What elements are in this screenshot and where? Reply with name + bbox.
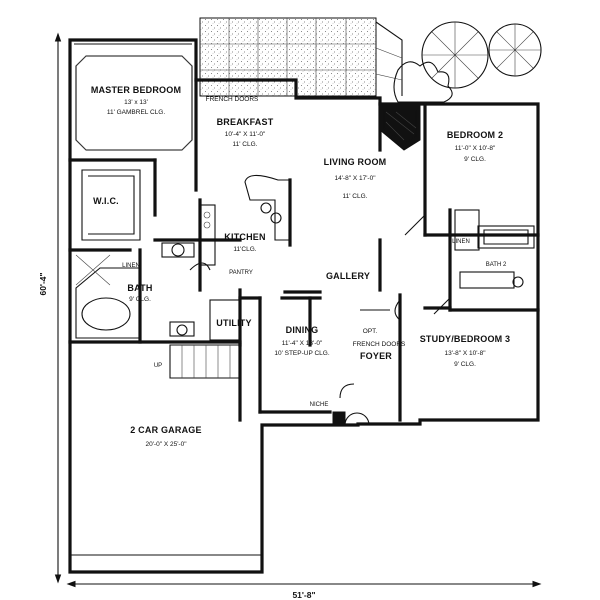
bath-name: BATH xyxy=(127,283,152,293)
garage-name: 2 CAR GARAGE xyxy=(130,425,201,435)
garage-size: 20'-0" X 25'-0" xyxy=(145,441,187,448)
up-label: UP xyxy=(154,363,162,369)
dining-ceiling: 10' STEP-UP CLG. xyxy=(274,350,330,357)
master-bedroom-ceiling: 11' GAMBREL CLG. xyxy=(107,109,166,116)
living-room-size: 14'-8" X 17'-0" xyxy=(334,175,376,182)
master-bedroom-name: MASTER BEDROOM xyxy=(91,85,181,95)
kitchen-ceiling: 11'CLG. xyxy=(233,246,256,253)
opt-label: OPT. xyxy=(363,328,378,335)
bath2-label: BATH 2 xyxy=(486,262,507,268)
wic-label: W.I.C. xyxy=(93,196,119,206)
master-bedroom-size: 13' x 13' xyxy=(124,99,148,106)
exterior-walls xyxy=(68,38,540,574)
bedroom2-size: 11'-0" X 10'-8" xyxy=(455,145,496,152)
dining-size: 11'-4" X 13'-0" xyxy=(282,340,323,347)
bedroom2-name: BEDROOM 2 xyxy=(447,130,503,140)
breakfast-size: 10'-4" X 11'-0" xyxy=(225,131,266,138)
breakfast-ceiling: 11' CLG. xyxy=(233,141,258,148)
room-labels: MASTER BEDROOM 13' x 13' 11' GAMBREL CLG… xyxy=(91,85,510,448)
depth-dimension: 60'-4" xyxy=(38,272,48,295)
breakfast-name: BREAKFAST xyxy=(217,117,274,127)
linen-left-label: LINEN xyxy=(122,263,140,269)
utility-label: UTILITY xyxy=(216,318,251,328)
gambrel-ceiling-outline xyxy=(75,55,193,151)
landscape-shrubs xyxy=(393,21,542,103)
gallery-label: GALLERY xyxy=(326,271,370,281)
kitchen-name: KITCHEN xyxy=(224,232,265,242)
study-name: STUDY/BEDROOM 3 xyxy=(420,334,511,344)
width-dimension: 51'-8" xyxy=(292,590,315,600)
living-room-ceiling: 11' CLG. xyxy=(343,193,368,200)
linen-right-label: LINEN xyxy=(452,239,470,245)
opt-french-doors-label: FRENCH DOORS xyxy=(353,341,406,348)
living-room-name: LIVING ROOM xyxy=(324,157,387,167)
study-ceiling: 9' CLG. xyxy=(454,361,476,368)
dining-name: DINING xyxy=(286,325,319,335)
bath-ceiling: 9' CLG. xyxy=(129,296,151,303)
niche-label: NICHE xyxy=(310,402,329,408)
fixtures xyxy=(70,103,535,556)
dimension-lines xyxy=(54,32,542,588)
study-size: 13'-8" X 10'-8" xyxy=(444,350,486,357)
french-doors-label: FRENCH DOORS xyxy=(206,96,259,103)
pantry-label: PANTRY xyxy=(229,270,253,276)
foyer-label: FOYER xyxy=(360,351,392,361)
bedroom2-ceiling: 9' CLG. xyxy=(464,156,486,163)
patio xyxy=(199,17,403,97)
dimension-labels: 60'-4" 51'-8" xyxy=(38,272,316,600)
